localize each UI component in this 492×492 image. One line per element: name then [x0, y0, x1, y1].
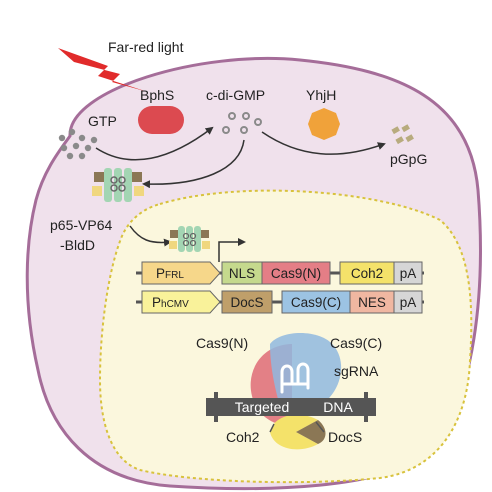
phcmv-promoter-label: PhCMV	[152, 295, 189, 310]
cas9c-label: Cas9(C)	[291, 295, 341, 310]
gtp-molecules-icon	[58, 128, 98, 160]
c-di-gmp-label: c-di-GMP	[206, 87, 265, 103]
cas9c-lobe	[270, 333, 342, 412]
yhjh-label: YhjH	[306, 87, 336, 103]
coh2-docs-dimer	[270, 414, 318, 450]
sgrna-icon	[280, 362, 310, 394]
docs-part	[296, 420, 326, 444]
phcmv-sub: hCMV	[161, 299, 189, 310]
pfrl-sub: FRL	[165, 270, 184, 281]
complex-cas9c-label: Cas9(C)	[330, 335, 382, 351]
c-di-gmp-molecules-icon	[222, 112, 262, 134]
nls-label: NLS	[229, 266, 255, 281]
arrow-gtp-to-c-di-gmp	[95, 126, 214, 161]
pfrl-main: P	[156, 266, 165, 281]
pa-block-2	[393, 290, 423, 314]
arrow-c-di-gmp-to-pgpg	[261, 131, 386, 155]
sgrna-label: sgRNA	[334, 363, 379, 379]
pfrl-promoter-label: PFRL	[156, 266, 184, 281]
transactivator-cytoplasm-icon	[92, 168, 144, 202]
phcmv-promoter	[141, 290, 221, 314]
arrow-transactivator-to-nucleus	[129, 225, 172, 247]
phcmv-main: P	[152, 295, 161, 310]
transactivator-label-line2: -BldD	[60, 237, 95, 253]
complex-docs-label: DocS	[328, 429, 362, 445]
pgpg-molecules-icon	[391, 124, 414, 145]
docs-leader	[315, 421, 325, 433]
construct-1: PFRL NLS Cas9(N) Coh2 pA	[136, 261, 424, 285]
nes-label: NES	[358, 295, 386, 310]
complex-coh2-label: Coh2	[226, 429, 260, 445]
bphs-label: BphS	[140, 87, 174, 103]
transactivator-label-line1: p65-VP64	[50, 217, 112, 233]
dna-label-left: Targeted	[235, 399, 289, 415]
gtp-label: GTP	[88, 113, 117, 129]
yhjh-enzyme-icon	[308, 108, 340, 140]
complex-cas9n-label: Cas9(N)	[196, 335, 248, 351]
docs-block-label: DocS	[230, 295, 263, 310]
arrow-c-di-gmp-to-transactivator	[142, 139, 245, 189]
dna-label-right: DNA	[323, 399, 353, 415]
targeted-dna: Targeted DNA	[206, 392, 376, 422]
cas9n-label: Cas9(N)	[271, 266, 321, 281]
docs-block	[221, 290, 273, 314]
transcription-start-arrow	[218, 238, 246, 262]
pgpg-label: pGpG	[390, 151, 427, 167]
transactivator-nucleus-icon	[169, 226, 210, 252]
cas9n-block	[261, 261, 331, 285]
pa-block-1	[393, 261, 423, 285]
far-red-light-label: Far-red light	[108, 39, 184, 55]
construct-2: PhCMV DocS Cas9(C) NES pA	[136, 290, 424, 314]
coh2-block-label: Coh2	[351, 266, 383, 281]
far-red-light-bolt-icon	[58, 48, 148, 92]
pa-label-2: pA	[400, 295, 417, 310]
bphs-enzyme-icon	[138, 106, 184, 134]
coh2-leader	[269, 423, 275, 433]
pa-label-1: pA	[400, 266, 417, 281]
pfrl-promoter	[141, 261, 221, 285]
